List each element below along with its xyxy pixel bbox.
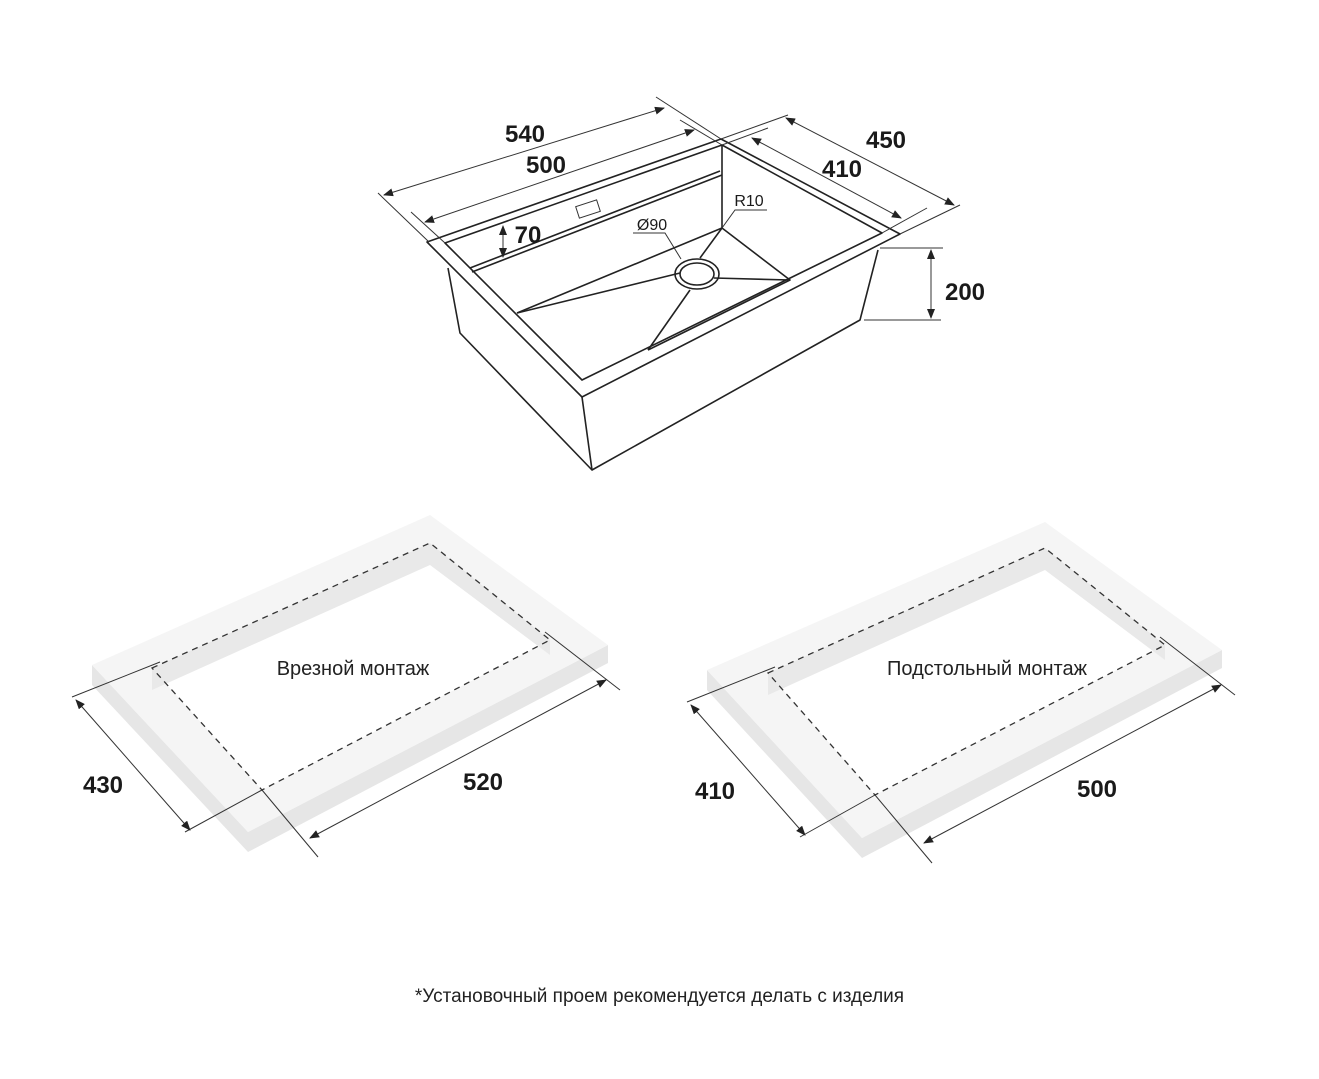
sink-body — [447, 249, 879, 471]
top-mount-length: 520 — [463, 769, 503, 796]
top-mount-width: 430 — [83, 772, 123, 799]
dim-inner-width: 410 — [822, 156, 862, 183]
dim-radius: R10 — [734, 193, 763, 210]
top-mount-label: Врезной монтаж — [277, 658, 430, 680]
overflow-icon — [575, 199, 601, 219]
dim-outer-length: 540 — [505, 121, 545, 148]
top-mount-cutout: Врезной монтаж 430 520 — [71, 515, 621, 858]
footnote: *Установочный проем рекомендуется делать… — [414, 986, 905, 1007]
under-mount-width: 410 — [695, 778, 735, 805]
dim-outer-width: 450 — [866, 127, 906, 154]
dim-ledge: 70 — [515, 222, 542, 249]
under-mount-length: 500 — [1077, 776, 1117, 803]
under-mount-cutout: Подстольный монтаж 410 500 — [686, 522, 1236, 864]
sink-drawing: 540 500 450 410 70 200 R10 Ø90 — [377, 96, 985, 471]
drain-icon — [674, 258, 720, 290]
dim-inner-length: 500 — [526, 152, 566, 179]
dim-depth: 200 — [945, 279, 985, 306]
under-mount-label: Подстольный монтаж — [887, 658, 1088, 680]
dim-drain: Ø90 — [637, 217, 667, 234]
